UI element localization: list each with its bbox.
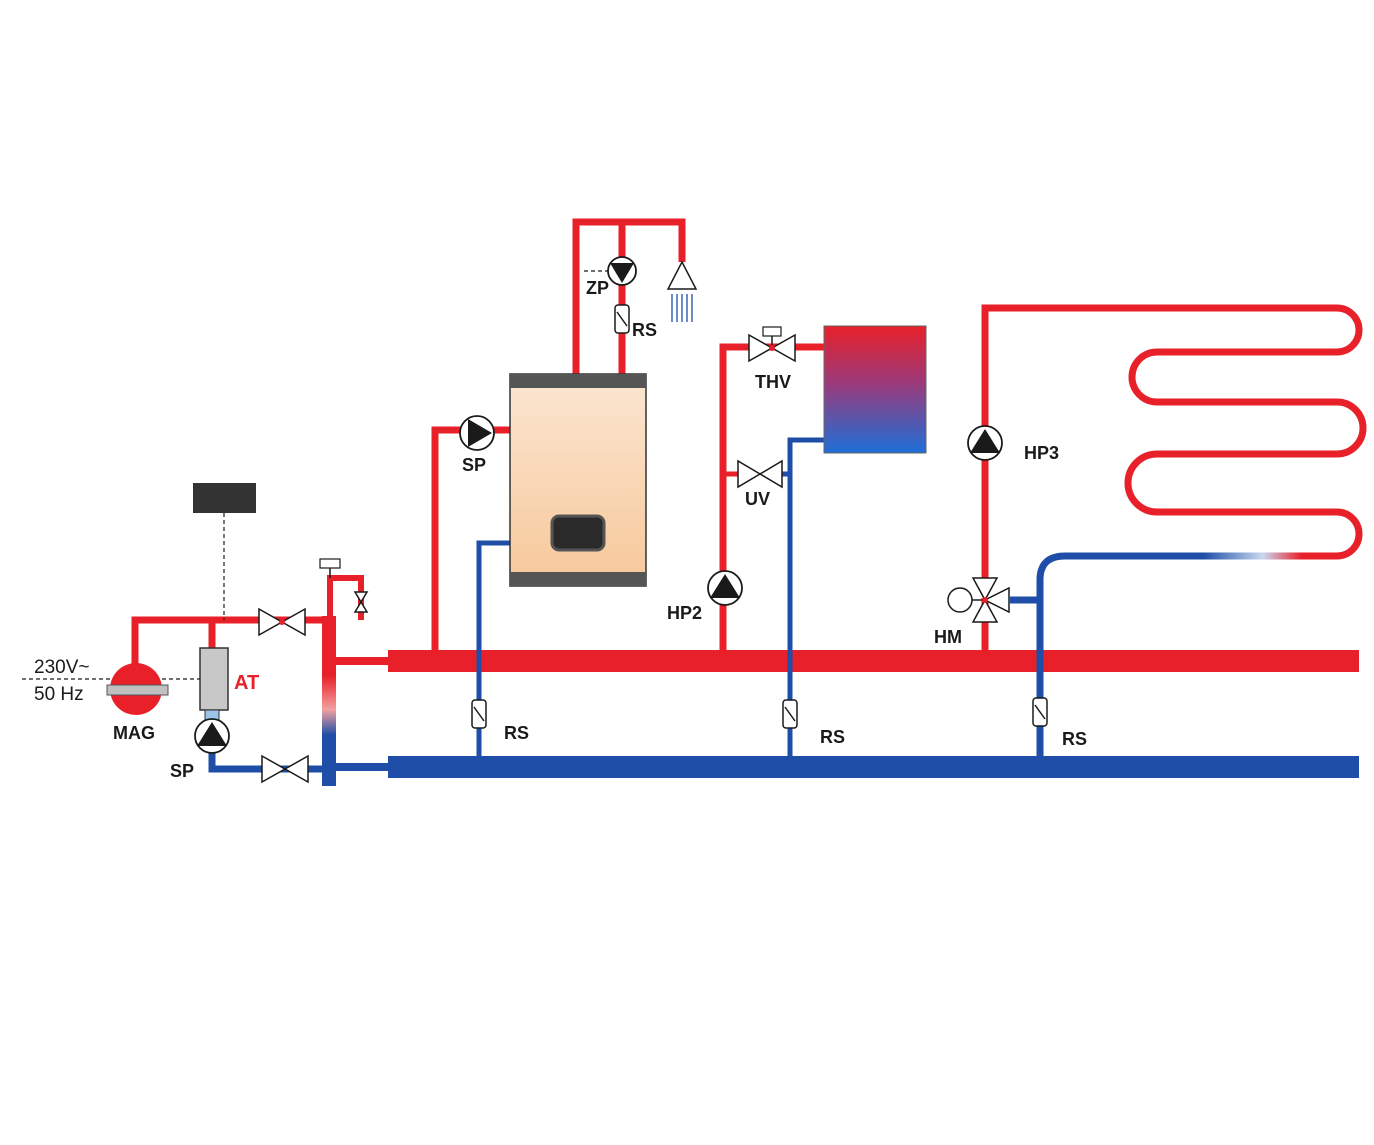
hp2-pump-icon[interactable] [707,570,743,606]
power-voltage-label: 230V~ [34,657,89,678]
gate-valve-bottom-icon[interactable] [261,754,309,784]
safety-valve-cap [319,558,341,569]
floor-heating-section: HP3 HM [934,304,1367,756]
check-valve-3-icon[interactable] [1032,697,1048,727]
radiator-section: THV UV HP2 [667,325,927,756]
hp3-pump-icon[interactable] [967,425,1003,461]
uv-valve-icon[interactable] [737,459,783,489]
check-valve-1-icon[interactable] [471,699,487,729]
storage-tank [509,373,647,587]
radiator [823,325,927,454]
tank-burner [550,514,606,552]
tank-top-cap [510,374,646,388]
shower-icon [666,260,698,322]
drain-valve-icon[interactable] [353,591,369,613]
generator-section: 230V~ 50 Hz MAG AT SP [22,483,388,786]
at-heat-unit [199,647,229,711]
power-frequency-label: 50 Hz [34,684,84,705]
return-checks: RS RS RS [471,697,1087,749]
controller-box [193,483,256,513]
check-valve-2-icon[interactable] [782,699,798,729]
rs-2-label: RS [820,727,845,747]
sp-left-pump-icon[interactable] [194,718,230,754]
zp-label: ZP [586,278,609,298]
sp-left-label: SP [170,761,194,781]
at-label: AT [234,672,259,694]
hp2-label: HP2 [667,603,702,623]
zp-pump-icon[interactable] [607,256,637,286]
hp3-label: HP3 [1024,443,1059,463]
gate-valve-top-icon[interactable] [258,607,306,637]
hm-label: HM [934,627,962,647]
mag-shaft [106,684,169,696]
check-valve-top-icon[interactable] [614,304,630,334]
return-header-pipe [388,756,1359,778]
tank-bottom-cap [510,572,646,586]
sp-boiler-pump-icon[interactable] [459,415,495,451]
thv-valve-icon[interactable] [748,326,796,363]
boiler-section: SP ZP RS [431,218,698,756]
distribution-riser [322,616,336,786]
sp-boiler-label: SP [462,455,486,475]
thv-label: THV [755,372,791,392]
supply-header-pipe [388,650,1359,672]
mag-label: MAG [113,723,155,743]
rs-3-label: RS [1062,729,1087,749]
rs-1-label: RS [504,723,529,743]
rs-top-label: RS [632,320,657,340]
uv-label: UV [745,489,770,509]
hm-mixer-icon[interactable] [947,577,1010,623]
